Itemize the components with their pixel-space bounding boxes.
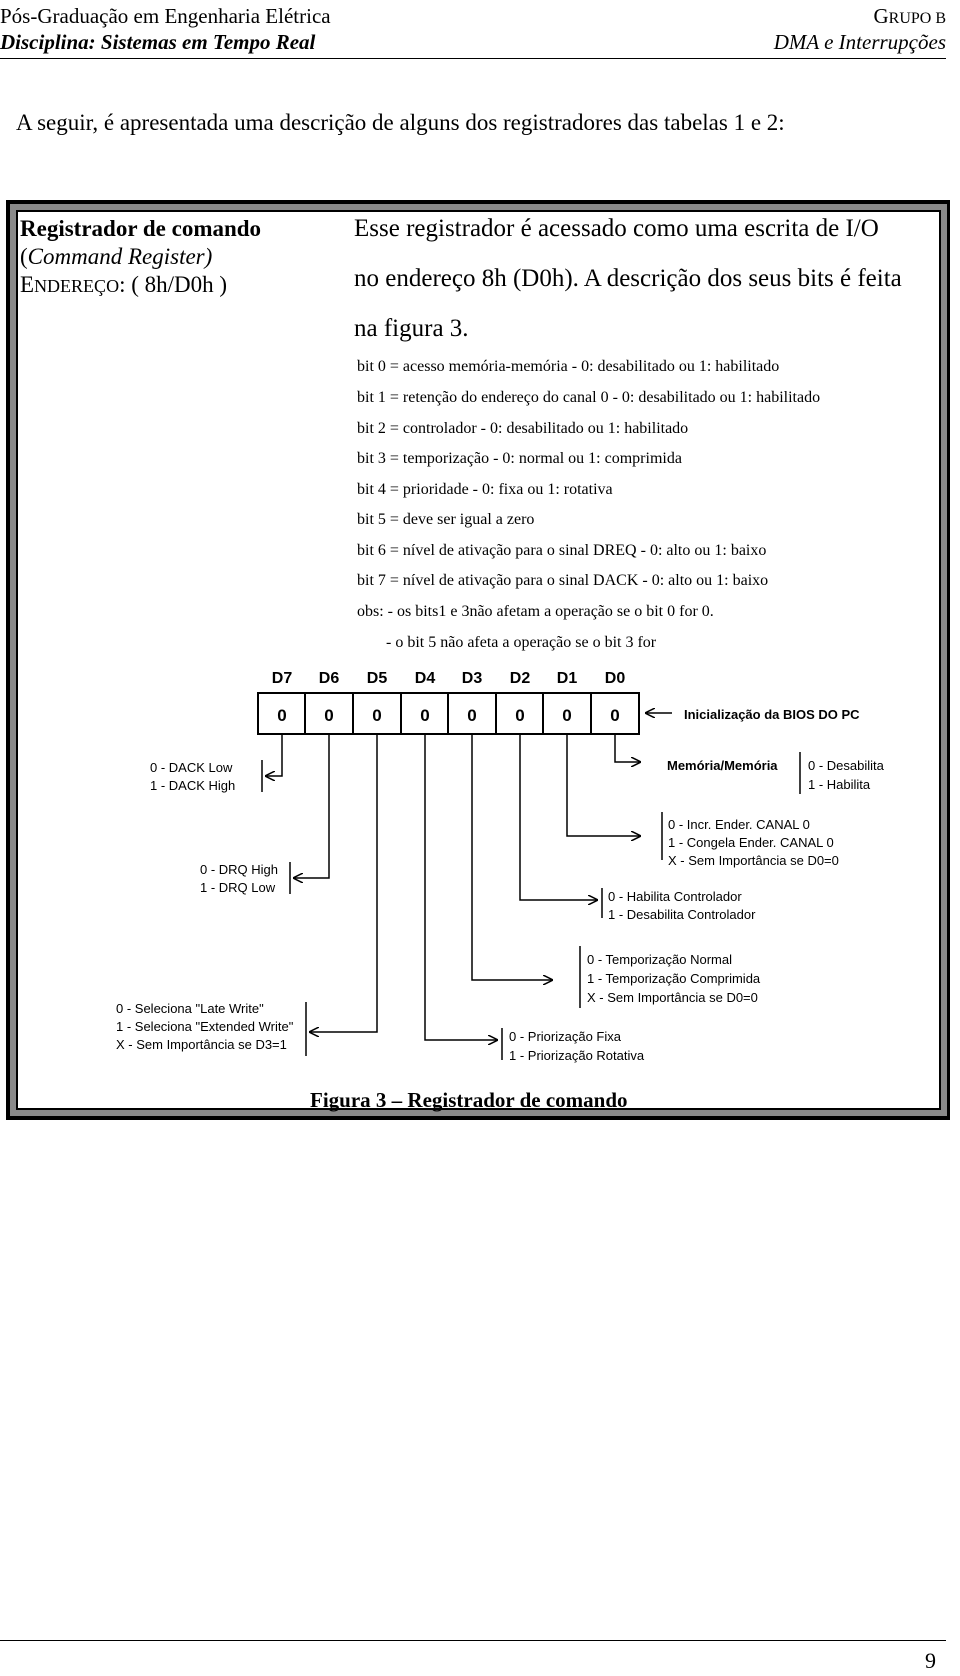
bit-value-d7: 0 — [277, 706, 286, 725]
header-group-rest: RUPO B — [888, 10, 946, 27]
bit-value-d3: 0 — [467, 706, 476, 725]
bit-line-obs-2: - o bit 5 não afeta a operação se o bit … — [386, 634, 657, 651]
bit-value-d2: 0 — [515, 706, 524, 725]
bit-line-2: bit 2 = controlador - 0: desabilitado ou… — [357, 420, 689, 437]
bit-line-4: bit 4 = prioridade - 0: fixa ou 1: rotat… — [357, 481, 613, 498]
page-number: 9 — [925, 1648, 936, 1673]
addr-opt-1: 1 - Congela Ender. CANAL 0 — [668, 835, 834, 850]
register-address: ENDEREÇO: ( 8h/D0h ) — [20, 272, 228, 297]
register-description-line: na figura 3. — [354, 315, 469, 342]
mem-opt-0: 0 - Desabilita — [808, 758, 885, 773]
bit-value-d1: 0 — [562, 706, 571, 725]
bit-line-7: bit 7 = nível de ativação para o sinal D… — [357, 572, 769, 589]
bit-value-d6: 0 — [324, 706, 333, 725]
bit-line-5: bit 5 = deve ser igual a zero — [357, 511, 535, 528]
write-opt-1: 1 - Seleciona "Extended Write" — [116, 1019, 294, 1034]
addr-opt-2: X - Sem Importância se D0=0 — [668, 853, 839, 868]
drq-opt-0: 0 - DRQ High — [200, 862, 278, 877]
intro-paragraph: A seguir, é apresentada uma descrição de… — [16, 110, 785, 135]
write-opt-0: 0 - Seleciona "Late Write" — [116, 1001, 264, 1016]
prio-opt-1: 1 - Priorização Rotativa — [509, 1048, 645, 1063]
bit-value-d4: 0 — [420, 706, 429, 725]
register-description-line: Esse registrador é acessado como uma esc… — [354, 215, 879, 242]
bit-header-d1: D1 — [557, 670, 578, 687]
bit-line-3: bit 3 = temporização - 0: normal ou 1: c… — [357, 450, 682, 467]
mem-opt-1: 1 - Habilita — [808, 777, 871, 792]
command-register-diagram: D7 D6 D5 D4 D3 D2 D1 D0 0 0 0 0 0 0 0 0 … — [116, 670, 885, 1063]
register-name: Registrador de comando — [20, 216, 262, 241]
bit-line-0: bit 0 = acesso memória-memória - 0: desa… — [357, 358, 780, 375]
register-description: Esse registrador é acessado como uma esc… — [354, 204, 944, 354]
bit-header-d4: D4 — [415, 670, 436, 687]
header-rule — [0, 58, 946, 59]
register-english-name: (Command Register) — [20, 244, 213, 269]
bit-header-d0: D0 — [605, 670, 626, 687]
dack-opt-1: 1 - DACK High — [150, 778, 235, 793]
bit-header-d2: D2 — [510, 670, 531, 687]
ctrl-opt-0: 0 - Habilita Controlador — [608, 889, 742, 904]
timing-opt-1: 1 - Temporização Comprimida — [587, 971, 761, 986]
bit-header-d5: D5 — [367, 670, 388, 687]
bit-header-d6: D6 — [319, 670, 340, 687]
bit-header-d3: D3 — [462, 670, 483, 687]
figure-caption: Figura 3 – Registrador de comando — [310, 1088, 628, 1112]
header-topic: DMA e Interrupções — [773, 30, 946, 54]
bit-line-1: bit 1 = retenção do endereço do canal 0 … — [357, 389, 821, 406]
timing-opt-0: 0 - Temporização Normal — [587, 952, 732, 967]
bit-value-d5: 0 — [372, 706, 381, 725]
register-description-line: no endereço 8h (D0h). A descrição dos se… — [354, 265, 902, 292]
addr-opt-0: 0 - Incr. Ender. CANAL 0 — [668, 817, 810, 832]
bit-line-6: bit 6 = nível de ativação para o sinal D… — [357, 542, 767, 559]
prio-opt-0: 0 - Priorização Fixa — [509, 1029, 622, 1044]
bit-line-obs: obs: - os bits1 e 3não afetam a operação… — [357, 603, 714, 620]
bit-header-d7: D7 — [272, 670, 293, 687]
header-group-cap: G — [873, 4, 889, 28]
register-frame — [6, 200, 950, 1120]
write-opt-2: X - Sem Importância se D3=1 — [116, 1037, 287, 1052]
bit-value-d0: 0 — [610, 706, 619, 725]
mem-label: Memória/Memória — [667, 758, 778, 773]
footer-rule — [0, 1640, 946, 1641]
ctrl-opt-1: 1 - Desabilita Controlador — [608, 907, 756, 922]
timing-opt-2: X - Sem Importância se D0=0 — [587, 990, 758, 1005]
bios-init-label: Inicialização da BIOS DO PC — [684, 707, 860, 722]
header-program: Pós-Graduação em Engenharia Elétrica — [0, 4, 331, 28]
header-discipline: Disciplina: Sistemas em Tempo Real — [0, 30, 316, 54]
header-group: GRUPO B — [873, 4, 946, 31]
dack-opt-0: 0 - DACK Low — [150, 760, 233, 775]
drq-opt-1: 1 - DRQ Low — [200, 880, 276, 895]
